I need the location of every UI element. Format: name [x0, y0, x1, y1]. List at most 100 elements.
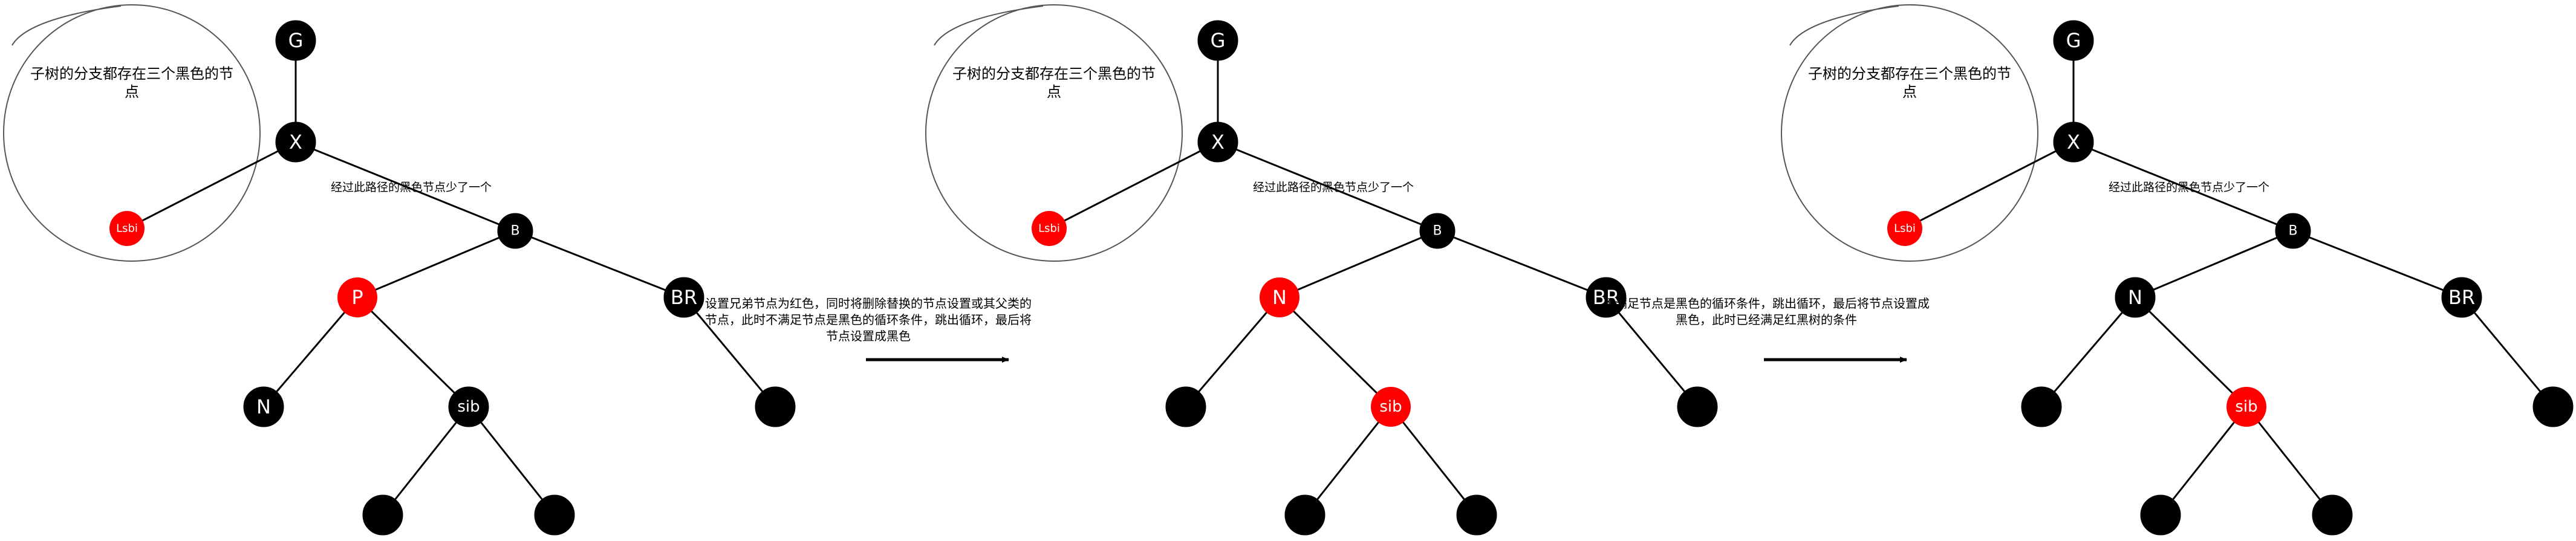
tree-node-nil-brc — [2532, 386, 2574, 427]
edge-b-c1 — [2135, 230, 2294, 299]
node-circle — [2441, 277, 2482, 318]
node-circle — [497, 213, 533, 249]
node-circle — [1284, 494, 1325, 536]
edge-x-b — [295, 141, 516, 232]
node-circle — [275, 121, 316, 163]
node-label: sib — [457, 398, 480, 416]
node-circle — [663, 277, 704, 318]
node-circle — [2140, 494, 2181, 536]
subtree-boundary-tail — [1789, 5, 1899, 46]
node-circle — [448, 386, 489, 427]
node-label: sib — [2235, 398, 2257, 416]
edge-b-br — [2292, 230, 2462, 299]
tree-node-br: BR — [663, 277, 704, 318]
tree-node-nil-sr — [1456, 494, 1497, 536]
node-label: BR — [2448, 286, 2475, 309]
subtree-caption-line: 点 — [1047, 83, 1061, 100]
tree-node-sib: sib — [448, 386, 489, 427]
node-label: X — [289, 131, 302, 154]
tree-node-nil-c2 — [2021, 386, 2062, 427]
tree-node-sib: sib — [2226, 387, 2266, 427]
node-circle — [2312, 494, 2353, 536]
node-label: X — [2067, 131, 2080, 154]
edge-sib-sr — [467, 406, 556, 516]
node-circle — [362, 494, 403, 536]
path-note: 经过此路径的黑色节点少了一个 — [1253, 181, 1414, 194]
edge-b-c1 — [1279, 230, 1438, 299]
tree-node-lsbi: Lsbi — [109, 211, 145, 246]
node-circle — [1887, 211, 1922, 246]
tree-node-g: G — [2053, 20, 2094, 61]
node-circle — [2021, 386, 2062, 427]
subtree-boundary-circle — [3, 4, 261, 262]
edge-x-l — [1904, 141, 2074, 230]
edge-sib-sr — [1390, 406, 1478, 516]
tree-node-br: BR — [2441, 277, 2482, 318]
subtree-caption-line: 子树的分支都存在三个黑色的节 — [1808, 65, 2011, 82]
node-circle — [2115, 277, 2156, 318]
node-label: Lsbi — [1038, 222, 1060, 235]
node-label: B — [1433, 224, 1442, 239]
tree-node-n: N — [2115, 277, 2156, 318]
node-circle — [2226, 387, 2266, 427]
node-label: BR — [1593, 286, 1619, 309]
edge-x-l — [126, 141, 296, 230]
node-label: B — [510, 224, 519, 239]
node-circle — [109, 211, 145, 246]
edge-br-brc — [683, 297, 776, 407]
node-label: G — [1211, 29, 1226, 52]
node-label: G — [288, 29, 304, 52]
transition-note-line: 节点设置成黑色 — [826, 329, 911, 343]
edge-c1-c2 — [1185, 297, 1281, 407]
tree-node-g: G — [1197, 20, 1238, 61]
tree-node-nil-brc — [755, 386, 796, 427]
node-label: G — [2066, 29, 2081, 52]
transition-note-line: 设置兄弟节点为红色，同时将删除替换的节点设置或其父类的 — [705, 296, 1032, 311]
node-label: sib — [1379, 398, 1402, 416]
transition-note-line: 节点，此时不满足节点是黑色的循环条件，跳出循环，最后将 — [705, 313, 1032, 327]
node-circle — [1260, 277, 1299, 317]
edge-sib-sr — [2245, 406, 2334, 516]
node-label: Lsbi — [1894, 222, 1916, 235]
edge-x-b — [1217, 141, 1438, 232]
tree-node-nil-sr — [534, 494, 575, 536]
subtree-boundary-circle — [1781, 4, 2038, 262]
edge-x-l — [1049, 141, 1218, 230]
edge-sib-sl — [1304, 406, 1392, 516]
node-label: BR — [671, 286, 697, 309]
node-circle — [1586, 277, 1627, 318]
node-circle — [534, 494, 575, 536]
node-circle — [2532, 386, 2574, 427]
node-circle — [2053, 20, 2094, 61]
subtree-boundary-circle — [925, 4, 1183, 262]
node-circle — [1165, 386, 1206, 427]
node-label: N — [2128, 286, 2142, 309]
tree-node-b: B — [1419, 213, 1456, 249]
node-circle — [2275, 213, 2311, 249]
node-circle — [1032, 211, 1067, 246]
node-circle — [337, 277, 377, 317]
subtree-caption-line: 子树的分支都存在三个黑色的节 — [30, 65, 233, 82]
edge-br-brc — [2461, 297, 2554, 407]
tree-node-nil-sl — [362, 494, 403, 536]
node-label: Lsbi — [116, 222, 138, 235]
subtree-caption-line: 点 — [1902, 83, 1917, 100]
node-circle — [1371, 387, 1411, 427]
transition-arrow-2: 不满足节点是黑色的循环条件，跳出循环，最后将节点设置成黑色，此时已经满足红黑树的… — [1603, 296, 1930, 363]
node-label: X — [1211, 131, 1225, 154]
node-circle — [1419, 213, 1456, 249]
edge-c1-c2 — [262, 297, 359, 407]
node-circle — [275, 20, 316, 61]
subtree-boundary-tail — [11, 5, 122, 46]
subtree-caption-line: 子树的分支都存在三个黑色的节 — [952, 65, 1156, 82]
path-note: 经过此路径的黑色节点少了一个 — [331, 181, 492, 194]
tree-node-lsbi: Lsbi — [1887, 211, 1922, 246]
edge-br-brc — [1605, 297, 1699, 407]
edge-c1-sib — [356, 296, 470, 408]
tree-node-lsbi: Lsbi — [1032, 211, 1067, 246]
subtree-caption-line: 点 — [125, 83, 139, 100]
node-circle — [1677, 386, 1718, 427]
tree-node-nil-c2 — [1165, 386, 1206, 427]
